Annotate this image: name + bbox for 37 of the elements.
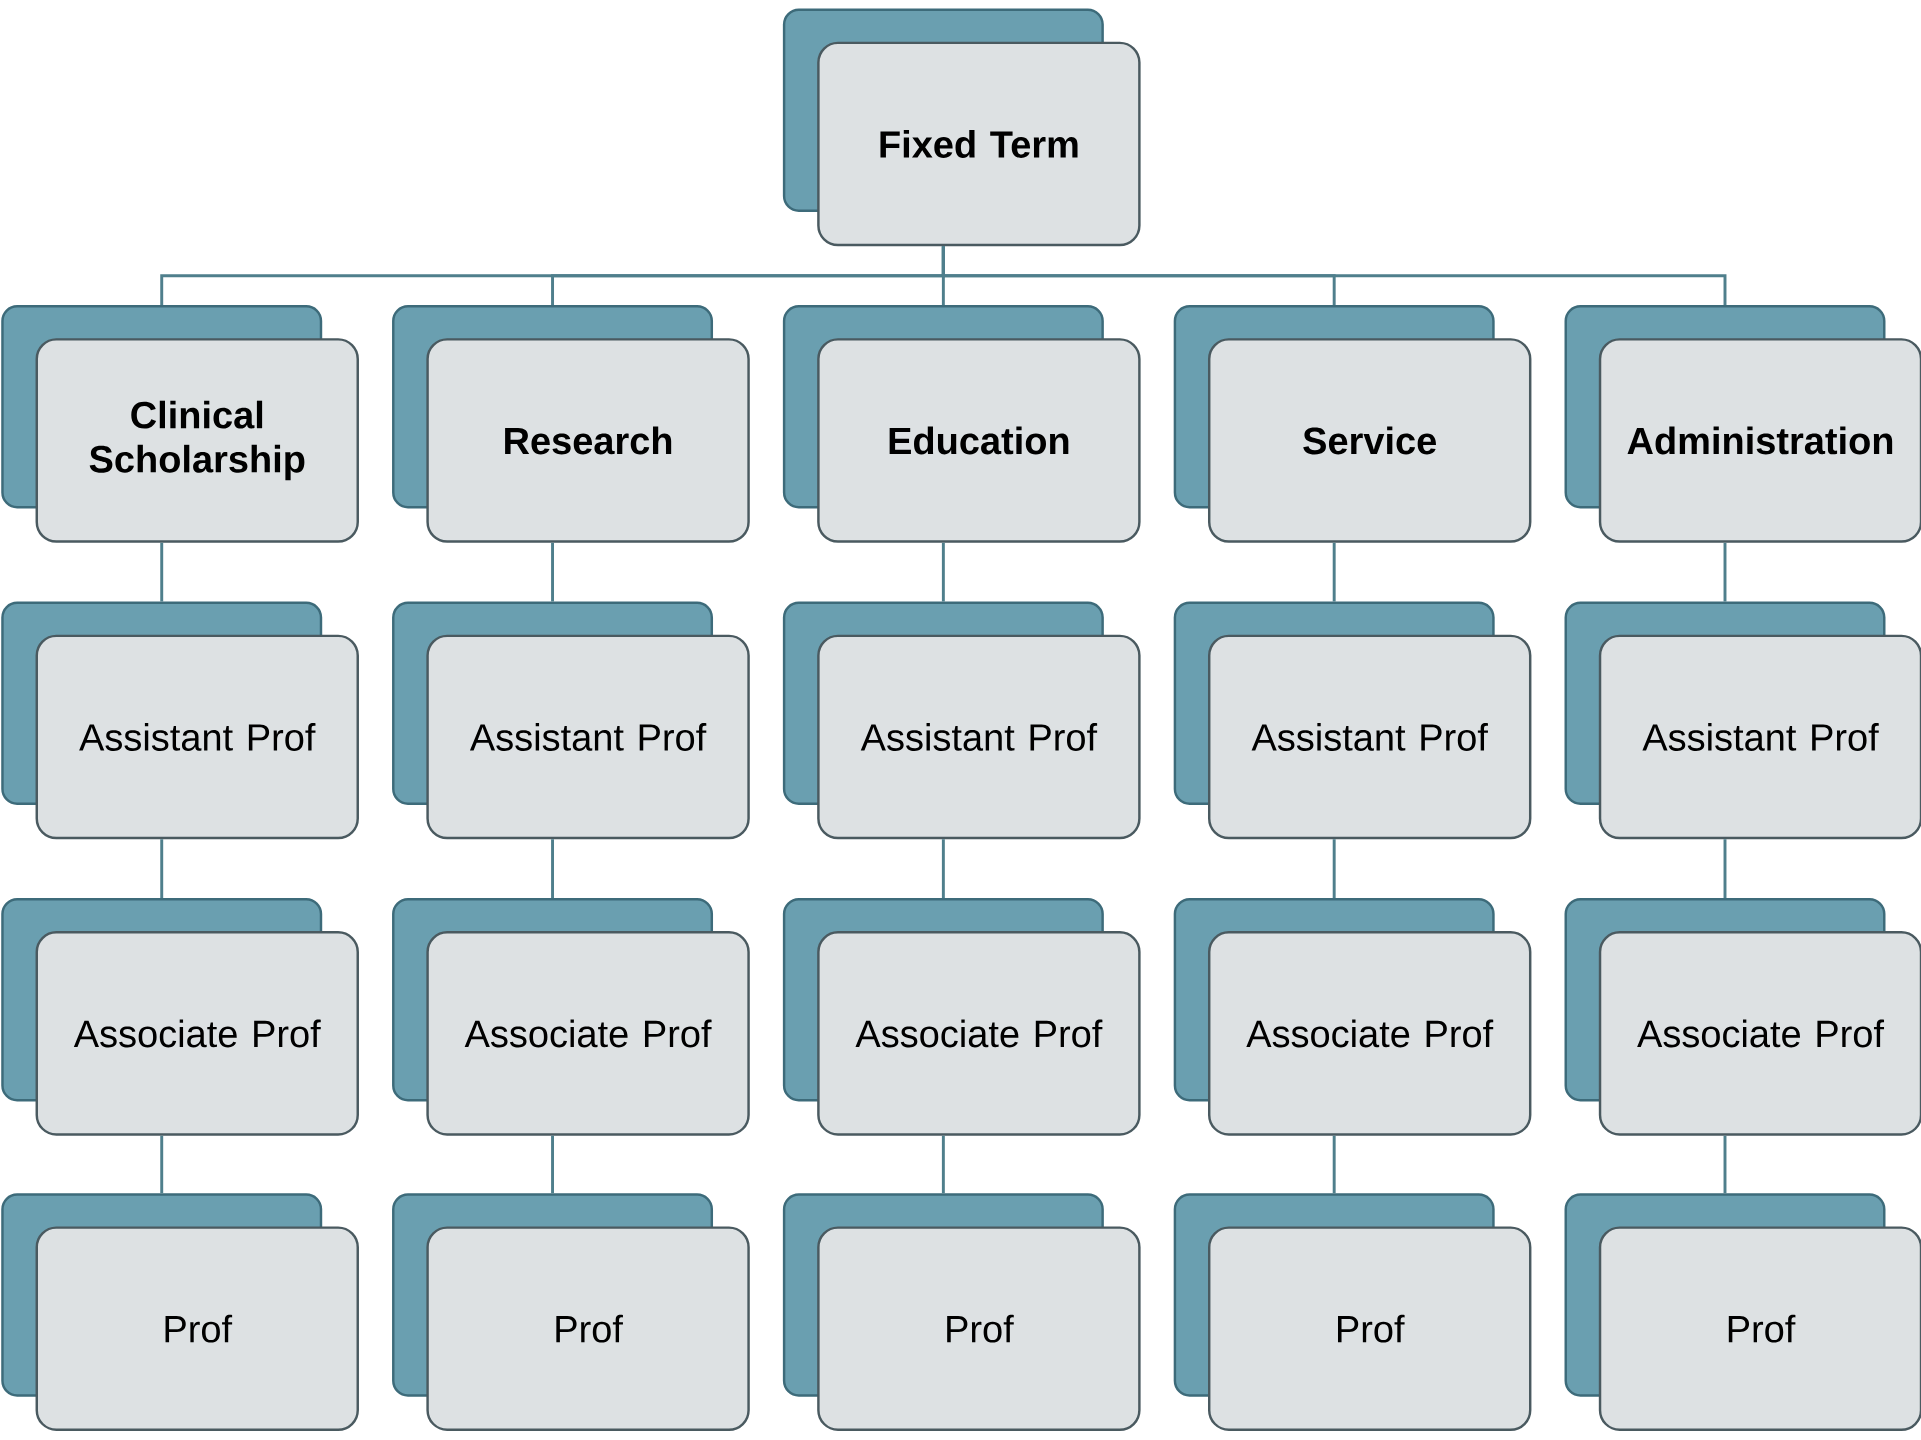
connector-line (160, 543, 164, 602)
stacked-box: Associate Prof (1564, 898, 1921, 1136)
stacked-box: Prof (1173, 1193, 1532, 1432)
stacked-box: Administration (1564, 305, 1921, 543)
connector-line (941, 246, 1727, 306)
connector-line (1723, 543, 1727, 602)
stacked-box: Fixed Term (782, 8, 1141, 247)
stacked-box: Prof (1, 1193, 359, 1432)
stacked-box: Associate Prof (1, 898, 359, 1136)
stacked-box: Prof (782, 1193, 1141, 1432)
connector-line (1332, 839, 1336, 899)
stacked-box: Education (782, 305, 1141, 543)
stacked-box: Assistant Prof (1564, 601, 1921, 840)
connector-line (1723, 1135, 1727, 1194)
stacked-box: Assistant Prof (782, 601, 1141, 840)
stacked-box: Clinical Scholarship (1, 305, 359, 543)
stacked-box: Associate Prof (1173, 898, 1532, 1136)
stacked-box: Research (392, 305, 750, 543)
connector-line (1332, 1135, 1336, 1194)
stacked-box: Assistant Prof (392, 601, 750, 840)
connector-line (551, 543, 554, 602)
stacked-box: Associate Prof (782, 898, 1141, 1136)
stacked-box: Prof (392, 1193, 750, 1432)
connector-line (941, 543, 945, 602)
stacked-box: Assistant Prof (1, 601, 359, 840)
connector-line (551, 839, 554, 899)
stacked-box: Prof (1564, 1193, 1921, 1432)
connector-line (1332, 543, 1336, 602)
connector-line (1723, 839, 1727, 899)
connector-line (551, 1135, 554, 1194)
stacked-box: Associate Prof (392, 898, 750, 1136)
connector-line (941, 839, 945, 899)
connector-line (941, 1135, 945, 1194)
connector-line (160, 839, 164, 899)
stacked-box: Assistant Prof (1173, 601, 1532, 840)
connector-line (160, 1135, 164, 1194)
stacked-box: Service (1173, 305, 1532, 543)
